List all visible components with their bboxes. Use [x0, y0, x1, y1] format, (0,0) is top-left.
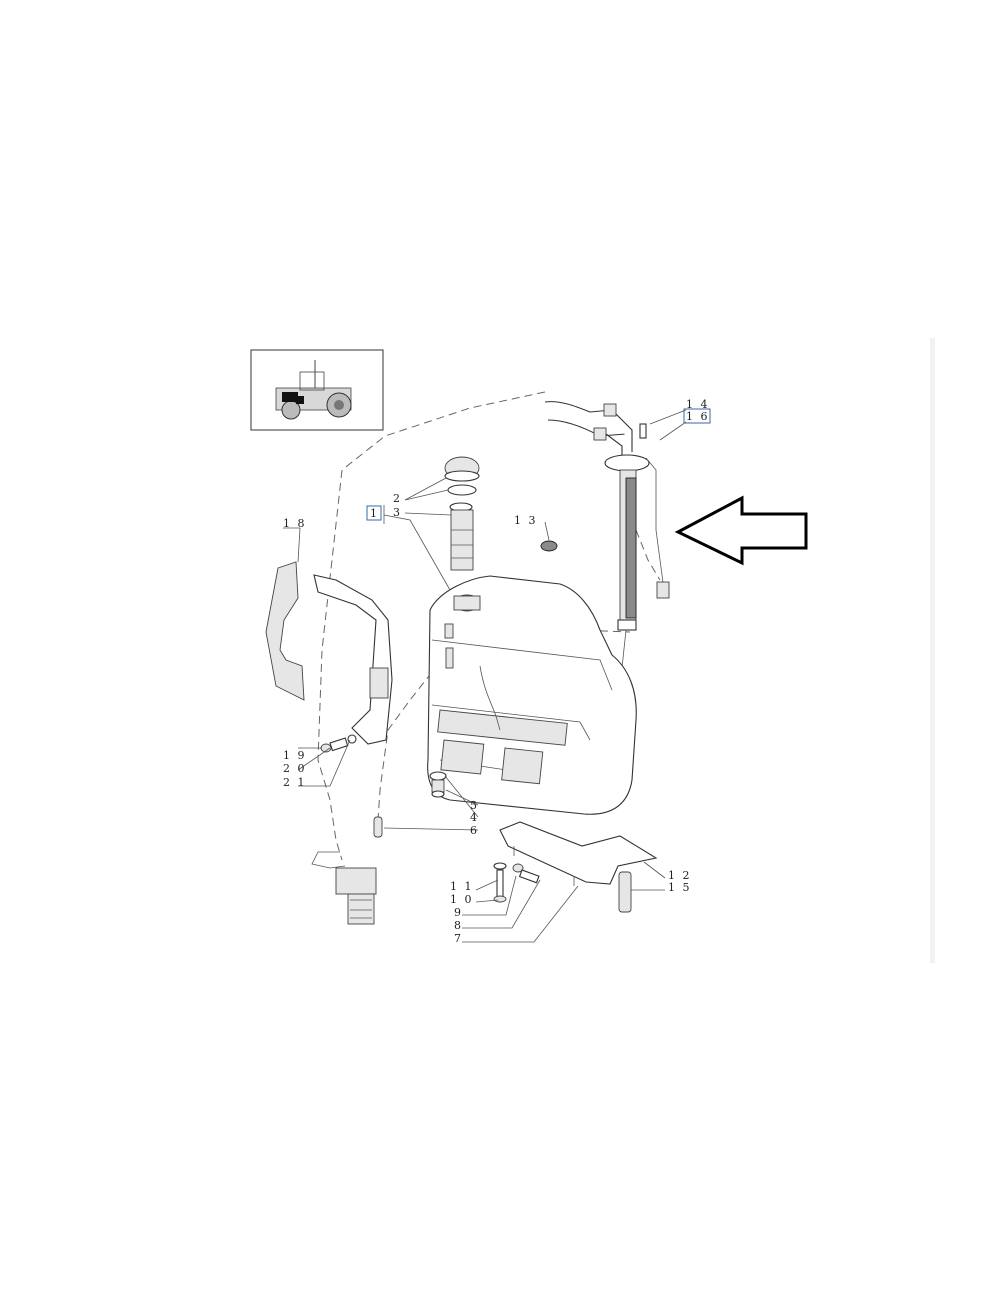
- mounting-bracket[interactable]: [499, 821, 658, 886]
- highlight-arrow: [674, 495, 808, 566]
- fuel-filter[interactable]: [311, 851, 377, 925]
- callout-box-1: [366, 505, 382, 521]
- callout-10: 1 0: [450, 893, 474, 906]
- bolt-set-9-11[interactable]: [493, 862, 540, 903]
- dashed-link-filter: [377, 651, 449, 821]
- callout-5: 5: [470, 799, 479, 812]
- callout-6: 6: [470, 824, 479, 837]
- page-scrollbar[interactable]: [930, 338, 935, 963]
- callout-19: 1 9: [283, 749, 307, 762]
- callout-16: 1 6: [686, 410, 710, 423]
- callout-20: 2 0: [283, 762, 307, 775]
- callout-11: 1 1: [450, 880, 474, 893]
- callout-1: 1: [370, 507, 379, 520]
- tractor-thumbnail[interactable]: [250, 349, 384, 431]
- fuel-level-sender[interactable]: [604, 423, 670, 669]
- tractor-icon: [275, 360, 352, 420]
- callout-labels: 1 2 3 1 3 1 4 1 6 1 8 1 9 2 0 2 1 5 4 6 …: [283, 398, 710, 945]
- spacer[interactable]: [618, 871, 632, 913]
- fuel-tank[interactable]: [427, 575, 637, 815]
- fuel-pipes: [544, 401, 633, 456]
- callout-15: 1 5: [668, 881, 692, 894]
- callout-21: 2 1: [283, 776, 307, 789]
- callout-9: 9: [454, 906, 463, 919]
- callout-4: 4: [470, 811, 479, 824]
- callout-2: 2: [393, 492, 402, 505]
- callout-7: 7: [454, 932, 463, 945]
- cover-bracket[interactable]: [313, 574, 393, 745]
- screw-set-19-21[interactable]: [320, 734, 357, 753]
- plug[interactable]: [540, 540, 558, 552]
- callout-8: 8: [454, 919, 463, 932]
- callout-12: 1 2: [668, 869, 692, 882]
- dashed-link-main: [317, 391, 546, 861]
- side-cover[interactable]: [265, 561, 305, 701]
- filler-cap-assembly[interactable]: [444, 456, 480, 571]
- hose-connector[interactable]: [373, 816, 383, 838]
- callout-14: 1 4: [686, 398, 710, 411]
- dashed-link-sender: [635, 529, 661, 581]
- callout-3: 3: [393, 506, 402, 519]
- callout-13: 1 3: [514, 514, 538, 527]
- drain-plug[interactable]: [429, 771, 447, 798]
- callout-18: 1 8: [283, 517, 307, 530]
- callout-box-16: [683, 408, 711, 424]
- leader-lines: [283, 409, 687, 943]
